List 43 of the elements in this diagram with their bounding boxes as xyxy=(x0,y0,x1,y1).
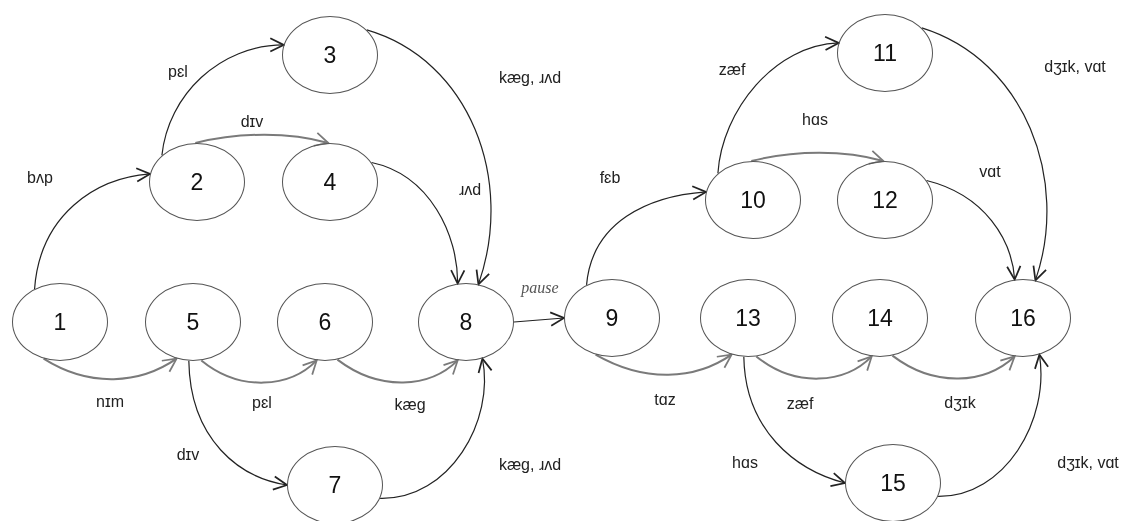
edge-label: kæg xyxy=(392,396,428,414)
arrow xyxy=(366,29,492,286)
state-label: 12 xyxy=(872,186,898,214)
edge-label: dʒɪk, vɑt xyxy=(1042,58,1108,76)
edge-label: dʒɪk xyxy=(942,394,978,412)
arrow xyxy=(370,161,465,285)
edge-label: pause xyxy=(519,279,560,297)
arrow xyxy=(42,357,178,381)
state-label: 16 xyxy=(1010,304,1036,332)
arrow xyxy=(200,359,318,384)
state-label: 3 xyxy=(323,41,337,69)
arrow xyxy=(925,179,1021,281)
state-label: 5 xyxy=(186,308,200,336)
state-label: 4 xyxy=(323,168,337,196)
state-label: 6 xyxy=(318,308,332,336)
state-label: 11 xyxy=(873,39,897,67)
state-label: 2 xyxy=(190,168,204,196)
arrow xyxy=(921,27,1048,282)
arrow xyxy=(755,355,873,380)
arrow xyxy=(937,353,1049,497)
state-label: 10 xyxy=(740,186,766,214)
state-label: 7 xyxy=(328,471,342,499)
arrow xyxy=(594,353,733,376)
arrow xyxy=(513,311,565,327)
edge-label: pɛl xyxy=(166,63,190,81)
arrow xyxy=(585,185,707,286)
edge-label: bʌp xyxy=(25,169,55,187)
state-label: 8 xyxy=(459,308,473,336)
state-label: 13 xyxy=(735,304,761,332)
state-label: 1 xyxy=(53,308,67,336)
arrow xyxy=(379,357,492,499)
arrow xyxy=(336,358,459,384)
state-label: 14 xyxy=(867,304,893,332)
arrow xyxy=(743,356,846,487)
arrow xyxy=(188,360,288,490)
arrow xyxy=(717,36,840,174)
edge-label: dʒɪk, vɑt xyxy=(1055,454,1121,472)
arrow xyxy=(891,354,1016,380)
state-label: 15 xyxy=(880,469,906,497)
edge-label: pɛl xyxy=(250,394,274,412)
arrow xyxy=(33,168,151,290)
arrow xyxy=(161,38,285,156)
state-label: 9 xyxy=(605,304,619,332)
